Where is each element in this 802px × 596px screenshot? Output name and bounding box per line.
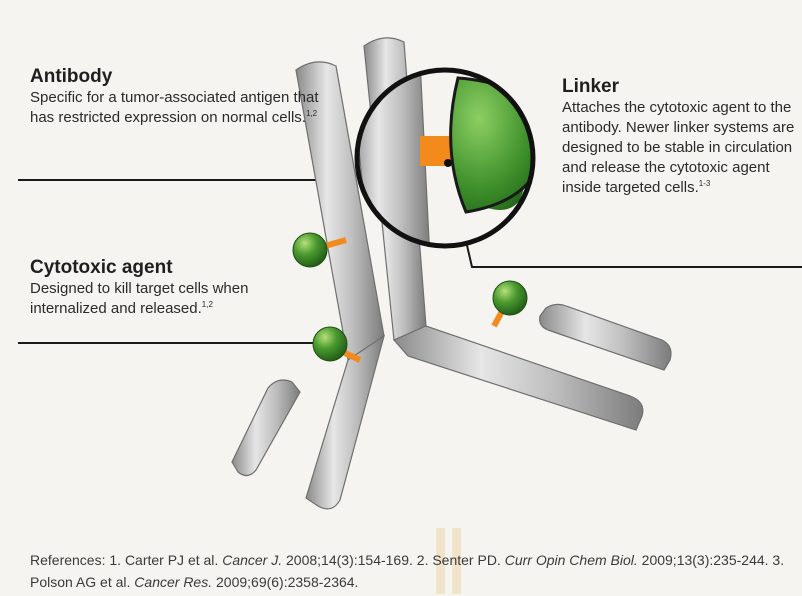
linker-description: Attaches the cytotoxic agent to the anti… xyxy=(562,98,802,198)
cytotoxic-agent-description: Designed to kill target cells when inter… xyxy=(30,279,320,319)
references: References: 1. Carter PJ et al. Cancer J… xyxy=(30,549,790,593)
antibody-callout: Antibody Specific for a tumor-associated… xyxy=(30,66,320,128)
antibody-ref-marks: 1,2 xyxy=(306,109,317,118)
cytotoxic-agent-title: Cytotoxic agent xyxy=(30,257,320,279)
cytotoxic-agent-callout: Cytotoxic agent Designed to kill target … xyxy=(30,257,320,319)
journal-3: Cancer Res. xyxy=(134,574,212,590)
linker-title: Linker xyxy=(562,76,802,98)
antibody-title: Antibody xyxy=(30,66,320,88)
light-chain-right xyxy=(540,304,671,370)
antibody-description: Specific for a tumor-associated antigen … xyxy=(30,88,320,128)
journal-1: Cancer J. xyxy=(222,552,282,568)
journal-2: Curr Opin Chem Biol. xyxy=(505,552,638,568)
cytotoxic-ref-marks: 1,2 xyxy=(202,300,213,309)
linker-ref-marks: 1-3 xyxy=(699,179,711,188)
payload-right xyxy=(493,281,527,326)
heavy-chain-left-lower xyxy=(306,336,384,509)
linker-callout: Linker Attaches the cytotoxic agent to t… xyxy=(562,76,802,198)
light-chain-left xyxy=(232,380,300,476)
